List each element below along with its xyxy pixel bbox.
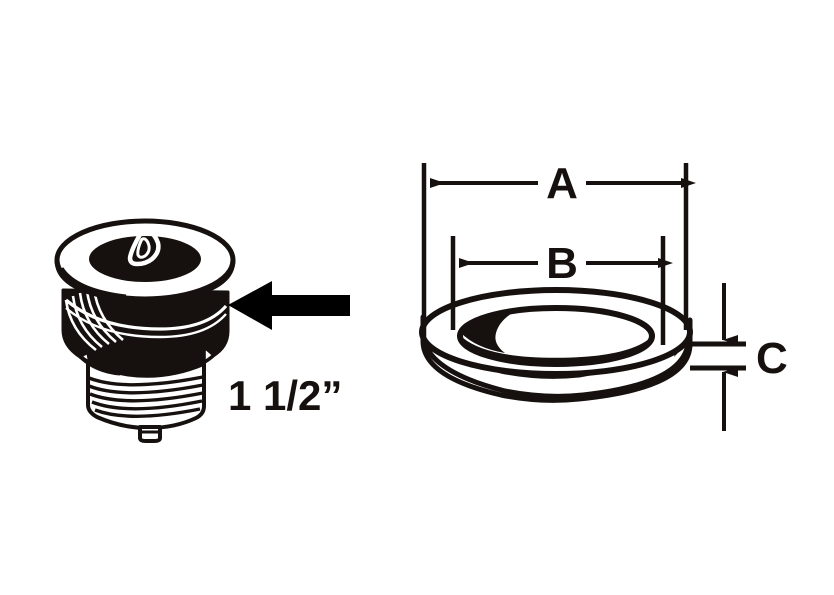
drain-stopper-assembly [54, 218, 236, 443]
flange-cap [54, 218, 236, 303]
dim-c-label: C [756, 334, 788, 383]
dimension-c-thickness: C [690, 283, 788, 431]
dim-a-label: A [546, 159, 578, 208]
washer-bottom-contour [420, 337, 691, 399]
dimension-b-inner-diameter: B [450, 236, 673, 345]
stopper-center-detail [127, 226, 161, 267]
dim-b-label: B [546, 239, 578, 288]
washer-hole-shadow [461, 309, 520, 353]
washer-inner-edge [457, 305, 655, 367]
size-label: 1 1/2” [228, 372, 342, 419]
gasket-washer [419, 287, 693, 403]
pointer-arrow [228, 281, 350, 330]
dimension-a-outer-diameter: A [421, 159, 696, 350]
collar [78, 346, 216, 378]
